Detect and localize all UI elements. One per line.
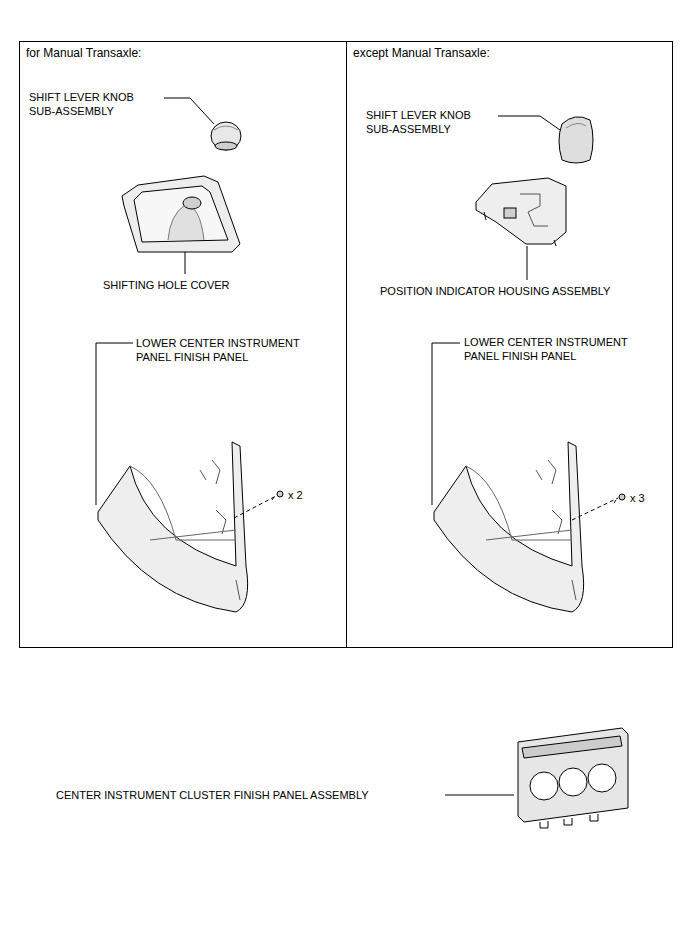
leader-line: [527, 246, 528, 280]
leader-line: [185, 252, 186, 274]
shift-knob-mt: [211, 122, 241, 150]
leader-line: [234, 496, 276, 518]
leader-line: [164, 98, 214, 124]
panel-heading: for Manual Transaxle:: [26, 46, 141, 60]
position-indicator-housing: [476, 178, 566, 246]
shift-knob-at: [559, 117, 593, 163]
panel-heading: except Manual Transaxle:: [353, 46, 490, 60]
lower-finish-panel-at: [434, 442, 584, 612]
part-name: LOWER CENTER INSTRUMENT PANEL FINISH PAN…: [136, 336, 311, 364]
part-name: CENTER INSTRUMENT CLUSTER FINISH PANEL A…: [56, 788, 369, 802]
part-name: x 2: [288, 488, 303, 502]
leader-line: [96, 343, 133, 505]
center-cluster-panel: [518, 728, 628, 828]
shifting-hole-cover: [122, 176, 240, 252]
part-name: POSITION INDICATOR HOUSING ASSEMBLY: [380, 284, 610, 298]
part-name: x 3: [630, 491, 645, 505]
leader-line: [445, 795, 514, 796]
part-name: LOWER CENTER INSTRUMENT PANEL FINISH PAN…: [464, 335, 639, 363]
part-name: SHIFT LEVER KNOB SUB-ASSEMBLY: [366, 108, 484, 136]
screw: [614, 494, 625, 503]
part-name: SHIFT LEVER KNOB SUB-ASSEMBLY: [29, 90, 147, 118]
leader-line: [572, 498, 618, 520]
screw: [272, 491, 283, 500]
leader-line: [432, 343, 460, 505]
part-name: SHIFTING HOLE COVER: [103, 278, 230, 292]
leader-line: [498, 116, 560, 130]
lower-finish-panel-mt: [98, 442, 248, 612]
